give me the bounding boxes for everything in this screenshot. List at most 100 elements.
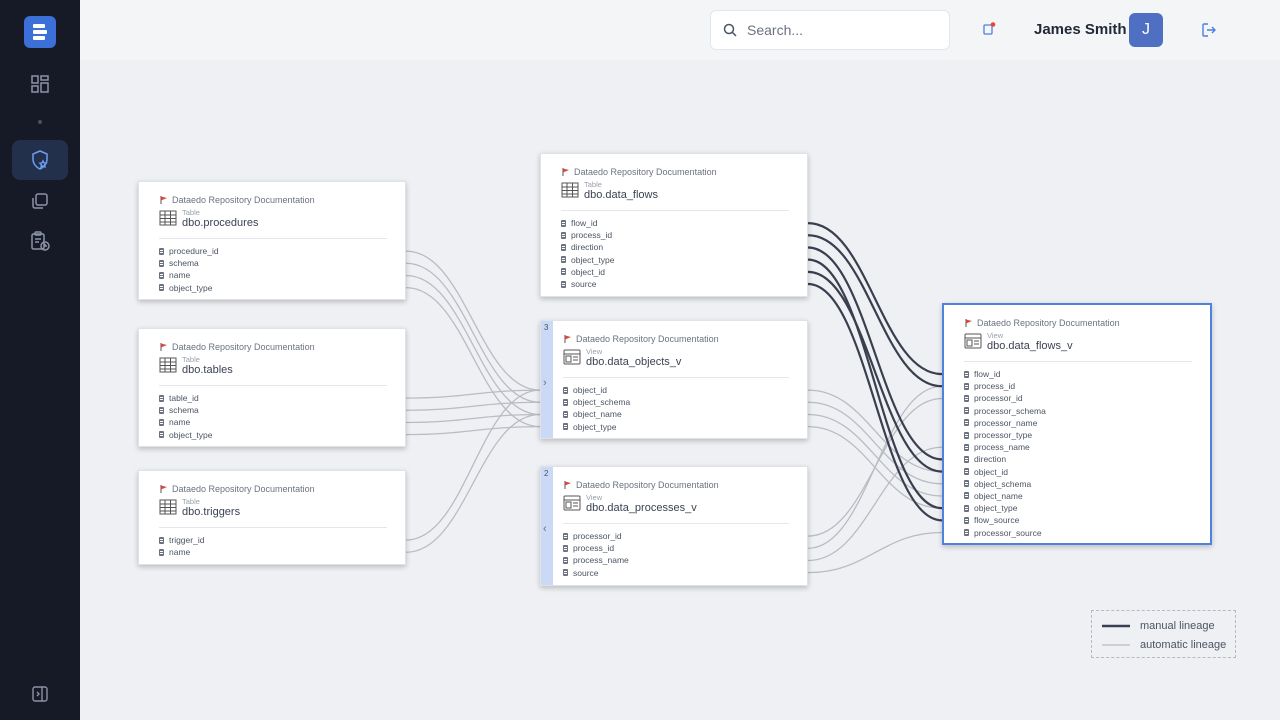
expand-chevron-icon[interactable]: ‹ [543,523,547,535]
column-icon [561,243,566,251]
manual-lineage-edge [807,246,943,461]
column-item[interactable]: processor_source [964,526,1192,538]
column-item[interactable]: process_name [964,441,1192,453]
column-item[interactable]: object_type [964,502,1192,514]
column-item[interactable]: object_schema [964,478,1192,490]
avatar[interactable]: J [1129,13,1163,47]
search-box[interactable] [710,10,950,50]
column-name: object_type [169,429,213,440]
column-item[interactable]: source [563,567,789,579]
column-item[interactable]: trigger_id [159,534,387,546]
column-item[interactable]: procedure_id [159,245,387,257]
object-name[interactable]: dbo.tables [182,364,233,376]
table-icon [159,499,177,515]
column-item[interactable]: object_name [964,490,1192,502]
expand-strip[interactable]: 2‹ [541,467,553,585]
logout-icon [1202,23,1216,37]
column-item[interactable]: process_id [561,229,789,241]
lineage-legend: manual lineage automatic lineage [1091,610,1236,658]
column-item[interactable]: direction [561,241,789,253]
column-name: process_name [573,555,629,566]
column-item[interactable]: source [561,278,789,290]
object-name[interactable]: dbo.triggers [182,506,241,518]
column-icon [159,418,164,426]
column-item[interactable]: name [159,416,387,428]
repository-flag-icon [965,319,972,327]
column-item[interactable]: process_id [563,542,789,554]
column-item[interactable]: process_id [964,380,1192,392]
column-icon [159,247,164,255]
automatic-lineage-edge [405,401,541,411]
app-logo[interactable] [24,16,56,48]
column-name: object_id [571,266,606,277]
column-item[interactable]: schema [159,404,387,416]
object-name[interactable]: dbo.data_flows [584,189,658,201]
object-name[interactable]: dbo.procedures [182,217,259,229]
column-item[interactable]: process_name [563,554,789,566]
column-item[interactable]: name [159,546,387,558]
column-item[interactable]: processor_type [964,429,1192,441]
column-item[interactable]: object_id [561,266,789,278]
column-item[interactable]: direction [964,453,1192,465]
column-item[interactable]: object_type [159,429,387,441]
column-icon [964,370,969,378]
column-name: flow_id [571,218,598,229]
column-icon [561,219,566,227]
column-icon [964,419,969,427]
column-item[interactable]: processor_name [964,417,1192,429]
divider [159,385,387,386]
column-item[interactable]: schema [159,257,387,269]
column-item[interactable]: processor_id [964,392,1192,404]
repository-name: Dataedo Repository Documentation [576,480,719,490]
column-name: processor_name [974,417,1038,428]
sidebar-collapse-button[interactable] [28,682,52,706]
column-item[interactable]: object_name [563,408,789,420]
sidebar-item-copy[interactable] [28,189,52,213]
column-icon [563,544,568,552]
column-item[interactable]: name [159,269,387,281]
automatic-lineage-edge [807,446,943,562]
expand-chevron-icon[interactable]: › [543,377,547,389]
repository-label: Dataedo Repository Documentation [159,483,387,495]
column-item[interactable]: object_type [561,254,789,266]
column-name: object_type [573,421,617,432]
column-item[interactable]: processor_id [563,530,789,542]
sidebar-item-lineage-active[interactable] [12,140,68,180]
column-icon [159,548,164,556]
sidebar-item-dashboard[interactable] [28,72,52,96]
logout-button[interactable] [1200,21,1218,39]
search-input[interactable] [747,22,927,38]
column-item[interactable]: table_id [159,392,387,404]
user-name[interactable]: James Smith [1034,21,1127,38]
object-name[interactable]: dbo.data_processes_v [586,502,697,514]
object-type: View [987,331,1004,340]
column-item[interactable]: flow_id [964,368,1192,380]
object-name[interactable]: dbo.data_flows_v [987,340,1073,352]
object-name[interactable]: dbo.data_objects_v [586,356,682,368]
column-item[interactable]: object_type [159,282,387,294]
column-icon [159,284,164,292]
column-item[interactable]: processor_schema [964,405,1192,417]
column-item[interactable]: flow_id [561,217,789,229]
column-item[interactable]: object_schema [563,396,789,408]
divider [563,377,789,378]
column-icon [159,259,164,267]
sidebar-item-lineage[interactable] [28,148,52,172]
notifications-button[interactable] [980,20,998,38]
column-item[interactable]: flow_source [964,514,1192,526]
column-item[interactable]: object_id [563,384,789,396]
column-item[interactable]: object_id [964,466,1192,478]
automatic-lineage-edge [405,389,541,541]
sidebar-item-tasks[interactable] [28,229,52,253]
shield-star-icon [32,150,48,170]
expand-strip[interactable]: 3› [541,321,553,438]
column-item[interactable]: object_type [563,421,789,433]
